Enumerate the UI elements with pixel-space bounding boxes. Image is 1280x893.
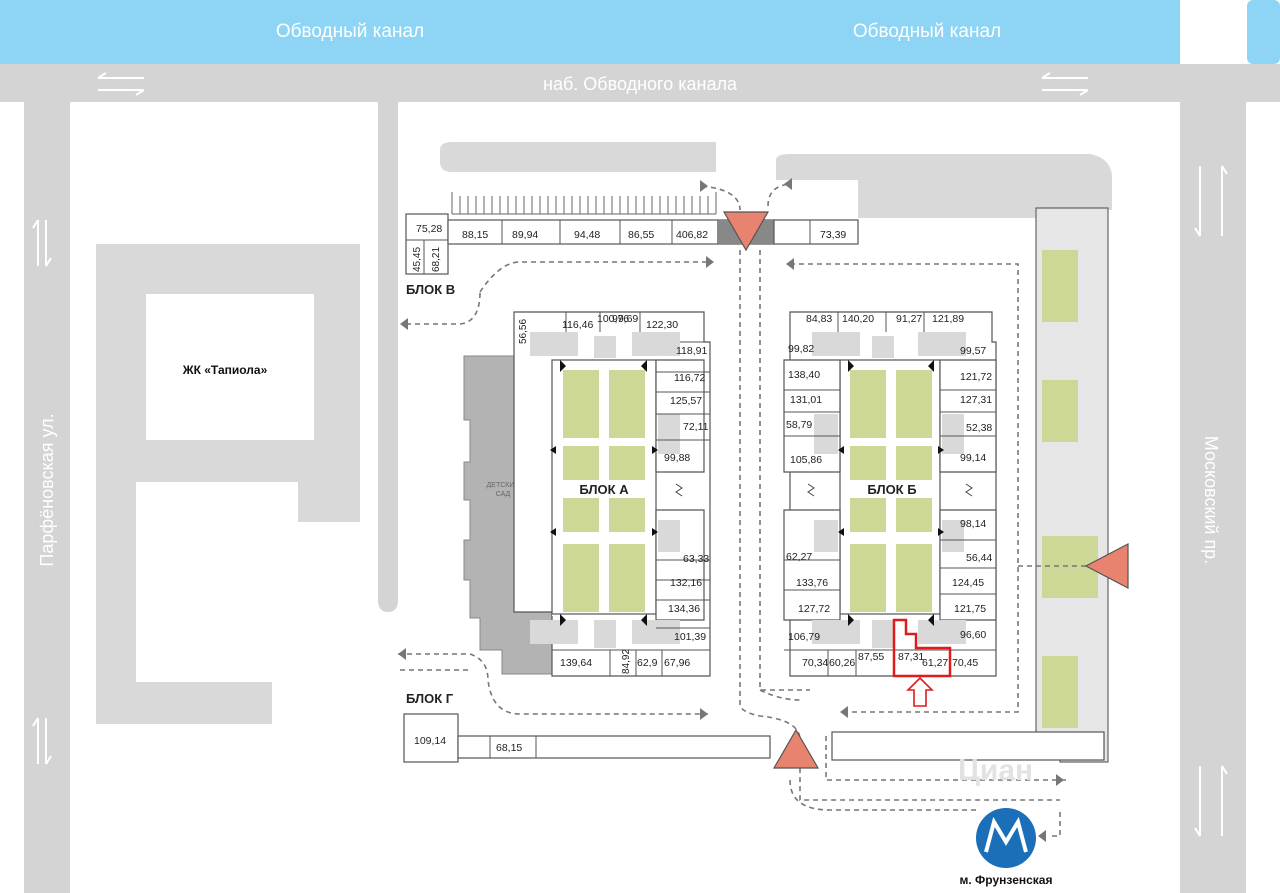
- unit-b-25: 60,26: [829, 657, 855, 669]
- block-a-label: БЛОК А: [579, 482, 629, 497]
- unit-b-17: 56,44: [966, 552, 992, 564]
- block-b-label: БЛОК Б: [867, 482, 916, 497]
- selected-unit-outline[interactable]: [892, 618, 952, 678]
- unit-b-20: 127,72: [798, 603, 830, 615]
- unit-v-2: 88,15: [462, 229, 488, 241]
- canal-label-right: Обводный канал: [853, 21, 1001, 42]
- canal-water-left: [0, 0, 1180, 64]
- unit-a-11: 63,33: [683, 553, 709, 565]
- neighbor-courtyard: [146, 294, 314, 440]
- street-label-right: Московский пр.: [1201, 436, 1221, 564]
- entrance-north-icon[interactable]: [722, 211, 770, 252]
- kindergarten-line1: ДЕТСКИЙ: [487, 480, 520, 489]
- unit-b-16: 62,27: [786, 551, 812, 563]
- unit-a-7: 116,72: [674, 372, 705, 384]
- unit-b-13: 105,86: [790, 454, 822, 466]
- unit-a-9: 72,11: [683, 421, 709, 433]
- watermark: Циан: [958, 754, 1033, 787]
- unit-a-18: 67,96: [664, 657, 690, 669]
- north-curb-right: [776, 154, 1112, 218]
- unit-b-3: 91,27: [896, 313, 922, 325]
- unit-b-12: 52,38: [966, 422, 992, 434]
- unit-a-14: 101,39: [674, 631, 706, 643]
- unit-v-3: 89,94: [512, 229, 538, 241]
- metro-label[interactable]: м. Фрунзенская: [960, 873, 1053, 887]
- unit-a-10: 99,88: [664, 452, 690, 464]
- unit-b-2: 140,20: [842, 313, 874, 325]
- unit-g-1: 109,14: [414, 735, 446, 747]
- unit-b-9: 131,01: [790, 394, 822, 406]
- unit-b-23: 96,60: [960, 629, 986, 641]
- unit-b-29: 70,45: [952, 657, 978, 669]
- unit-v-8: 45,45: [412, 247, 423, 272]
- unit-a-15: 139,64: [560, 657, 592, 669]
- stair-icon: [675, 483, 973, 497]
- unit-b-27: 87,31: [898, 651, 924, 663]
- unit-b-15: 98,14: [960, 518, 986, 530]
- canal-label-left: Обводный канал: [276, 21, 424, 42]
- unit-g-2: 68,15: [496, 742, 522, 754]
- unit-a-1: 116,46: [562, 319, 593, 331]
- block-a: [513, 311, 711, 677]
- unit-a-6: 118,91: [676, 345, 707, 357]
- courtyard-east-2: [1042, 380, 1078, 442]
- block-g-label: БЛОК Г: [406, 691, 454, 706]
- route-arrowheads: [398, 178, 1064, 842]
- unit-v-9: 68,21: [431, 247, 442, 272]
- unit-b-19: 124,45: [952, 577, 984, 589]
- kindergarten-line2: САД: [496, 491, 511, 498]
- unit-b-14: 99,14: [960, 452, 986, 464]
- metro-icon[interactable]: [976, 808, 1036, 868]
- unit-v-7: 73,39: [820, 229, 846, 241]
- selected-unit-arrow-icon: [906, 676, 934, 707]
- street-label-top: наб. Обводного канала: [543, 74, 738, 94]
- embankment-road: [0, 64, 1280, 102]
- unit-a-3: 99,69: [612, 313, 638, 325]
- unit-v-5: 86,55: [628, 229, 654, 241]
- unit-b-10: 127,31: [960, 394, 992, 406]
- site-left-wall: [378, 102, 398, 612]
- entrance-south-icon[interactable]: [772, 728, 820, 769]
- unit-b-4: 121,89: [932, 313, 964, 325]
- right-street-road: [1180, 64, 1246, 893]
- unit-b-22: 106,79: [788, 631, 820, 643]
- unit-v-6: 406,82: [676, 229, 708, 241]
- street-label-left: Парфёновская ул.: [37, 413, 57, 566]
- unit-b-28: 61,27: [922, 657, 948, 669]
- unit-b-6: 99,57: [960, 345, 986, 357]
- unit-b-24: 70,34: [802, 657, 828, 669]
- unit-b-5: 99,82: [788, 343, 814, 355]
- unit-b-21: 121,75: [954, 603, 986, 615]
- unit-a-12: 132,16: [670, 577, 702, 589]
- block-b: [783, 311, 997, 678]
- unit-b-11: 58,79: [786, 419, 812, 431]
- unit-a-4: 122,30: [646, 319, 678, 331]
- courtyard-east-4: [1042, 656, 1078, 728]
- unit-a-5: 56,56: [518, 319, 529, 344]
- entrance-east-icon[interactable]: [1084, 543, 1129, 589]
- canal-water-right: [1247, 0, 1280, 64]
- unit-a-2: 100,76: [597, 313, 629, 325]
- traffic-arrows-icon: [32, 72, 1228, 837]
- unit-b-8: 121,72: [960, 371, 992, 383]
- courtyard-east-1: [1042, 250, 1078, 322]
- neighbor-label: ЖК «Тапиола»: [182, 363, 268, 377]
- north-curb-left: [440, 142, 716, 172]
- unit-b-26: 87,55: [858, 651, 884, 663]
- unit-a-13: 134,36: [668, 603, 700, 615]
- unit-a-8: 125,57: [670, 395, 702, 407]
- unit-v-1: 75,28: [416, 223, 442, 235]
- unit-v-4: 94,48: [574, 229, 600, 241]
- unit-a-16: 84,92: [621, 649, 632, 674]
- block-v-label: БЛОК В: [406, 282, 455, 297]
- block-g: [403, 713, 1105, 763]
- unit-a-17: 62,9: [637, 657, 658, 669]
- unit-b-18: 133,76: [796, 577, 828, 589]
- unit-b-1: 84,83: [806, 313, 832, 325]
- unit-b-7: 138,40: [788, 369, 820, 381]
